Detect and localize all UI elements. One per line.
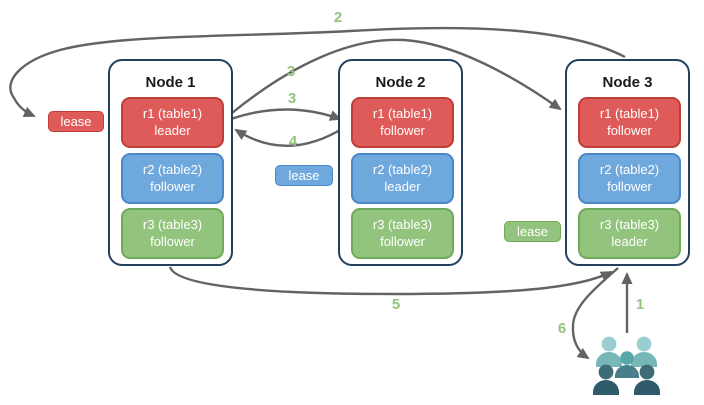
node3-replica-r2: r2 (table2) follower — [578, 153, 681, 204]
replica-role: leader — [384, 178, 421, 194]
step-label-3a: 3 — [286, 63, 296, 80]
node-1-box: Node 1 r1 (table1) leader r2 (table2) fo… — [108, 59, 233, 266]
replica-range: r3 (table3) — [372, 216, 433, 232]
replica-role: follower — [150, 178, 195, 194]
replica-range: r1 (table1) — [372, 105, 433, 121]
step-label-5: 5 — [391, 296, 401, 313]
node2-replica-r3: r3 (table3) follower — [351, 208, 454, 259]
step-label-6: 6 — [557, 320, 567, 337]
step-label-4: 4 — [288, 133, 298, 150]
arrow-step-2 — [9, 26, 626, 118]
replica-role: leader — [611, 233, 648, 249]
arrow-step-4 — [234, 125, 346, 147]
replica-range: r2 (table2) — [599, 161, 660, 177]
node1-replica-r1: r1 (table1) leader — [121, 97, 224, 148]
replica-range: r3 (table3) — [599, 216, 660, 232]
node2-replica-r2: r2 (table2) leader — [351, 153, 454, 204]
lease-badge-r1: lease — [48, 111, 104, 132]
step-label-3b: 3 — [287, 90, 297, 107]
node3-replica-r3: r3 (table3) leader — [578, 208, 681, 259]
replica-role: follower — [380, 122, 425, 138]
users-group-icon — [593, 336, 660, 395]
node-3-box: Node 3 r1 (table1) follower r2 (table2) … — [565, 59, 690, 266]
replica-range: r1 (table1) — [142, 105, 203, 121]
replica-range: r3 (table3) — [142, 216, 203, 232]
arrow-step-6 — [571, 267, 619, 360]
node2-replica-r1: r1 (table1) follower — [351, 97, 454, 148]
replica-role: leader — [154, 122, 191, 138]
node-1-title: Node 1 — [145, 74, 196, 91]
replica-role: follower — [607, 122, 652, 138]
step-label-2: 2 — [333, 9, 343, 26]
replica-role: follower — [607, 178, 652, 194]
replica-role: follower — [150, 233, 195, 249]
step-label-1: 1 — [635, 296, 645, 313]
replica-range: r2 (table2) — [372, 161, 433, 177]
arrow-step-5 — [168, 266, 613, 296]
lease-badge-r3: lease — [504, 221, 561, 242]
node1-replica-r2: r2 (table2) follower — [121, 153, 224, 204]
node-3-title: Node 3 — [602, 74, 653, 91]
replica-role: follower — [380, 233, 425, 249]
node-2-title: Node 2 — [375, 74, 426, 91]
replica-range: r2 (table2) — [142, 161, 203, 177]
node3-replica-r1: r1 (table1) follower — [578, 97, 681, 148]
node1-replica-r3: r3 (table3) follower — [121, 208, 224, 259]
arrow-step-3-to-node3 — [231, 38, 562, 114]
arrow-step-3-to-node2 — [230, 108, 342, 121]
node-2-box: Node 2 r1 (table1) follower r2 (table2) … — [338, 59, 463, 266]
lease-badge-r2: lease — [275, 165, 333, 186]
replica-range: r1 (table1) — [599, 105, 660, 121]
